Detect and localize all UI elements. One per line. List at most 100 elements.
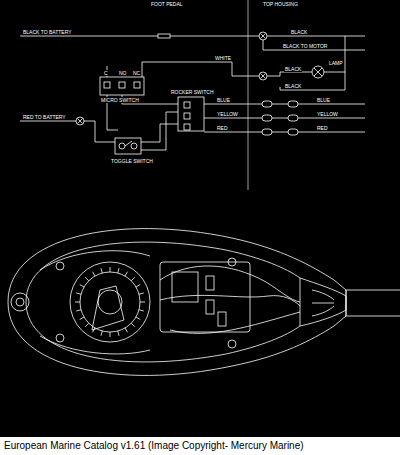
black-wire bbox=[267, 36, 365, 37]
gear-tooth bbox=[101, 331, 102, 336]
wire-label: RED bbox=[316, 125, 329, 131]
caption: European Marine Catalog v1.61 (Image Cop… bbox=[4, 440, 304, 452]
pin-label: NO bbox=[118, 70, 128, 76]
gear-tooth bbox=[139, 310, 144, 311]
gear-tooth bbox=[139, 293, 144, 294]
black-wire bbox=[263, 40, 264, 50]
nose-cap bbox=[300, 278, 346, 326]
part-label: LAMP bbox=[328, 60, 344, 66]
gear-tooth bbox=[118, 268, 119, 273]
wire-label: WHITE bbox=[214, 55, 232, 61]
switch-pin bbox=[119, 82, 125, 88]
inner-housing-rim bbox=[26, 242, 300, 362]
gear-tooth bbox=[75, 302, 80, 303]
gear-tooth bbox=[76, 293, 81, 294]
gear-tooth bbox=[85, 323, 89, 327]
gear-tooth bbox=[125, 328, 128, 332]
gear bbox=[80, 272, 140, 332]
gear-tooth bbox=[136, 317, 140, 320]
switch-pin bbox=[184, 124, 190, 130]
connector bbox=[206, 276, 214, 290]
terminal bbox=[259, 72, 267, 80]
pin-label: C bbox=[103, 70, 109, 76]
toggle-switch bbox=[115, 138, 141, 154]
red-battery-wire bbox=[20, 121, 76, 122]
gear-tooth bbox=[80, 285, 84, 288]
gear-tooth bbox=[131, 277, 135, 281]
gear-tooth bbox=[110, 332, 111, 337]
gear-tooth bbox=[93, 272, 96, 276]
gear-teeth bbox=[75, 267, 145, 337]
red-wire bbox=[84, 121, 115, 142]
gear-tooth bbox=[76, 310, 81, 311]
terminal bbox=[76, 117, 84, 125]
mount-hole bbox=[16, 298, 24, 306]
connector bbox=[206, 300, 214, 314]
toggle-wires bbox=[141, 112, 178, 150]
black-wire bbox=[267, 72, 312, 76]
terminal-cross bbox=[261, 34, 266, 39]
gear-tooth bbox=[136, 285, 140, 288]
gear-housing bbox=[70, 262, 150, 342]
wire-label: BLACK TO BATTERY bbox=[22, 29, 73, 35]
pin-label: NC bbox=[132, 70, 141, 76]
wire-label: BLACK TO MOTOR bbox=[282, 43, 328, 49]
section-heading: FOOT PEDAL bbox=[150, 1, 184, 7]
black-bus bbox=[345, 36, 346, 72]
micro-switch bbox=[100, 77, 144, 95]
fuse-symbol bbox=[158, 34, 170, 38]
gear-tooth bbox=[131, 323, 135, 327]
rocker-switch bbox=[178, 97, 204, 131]
gear-tooth bbox=[101, 268, 102, 273]
black-battery-wire bbox=[20, 36, 259, 37]
lamp-symbol bbox=[312, 66, 324, 78]
switch-block bbox=[172, 272, 198, 302]
switch-pin bbox=[104, 82, 110, 88]
black-motor-wire bbox=[263, 50, 365, 51]
wire-label: RED bbox=[216, 125, 229, 131]
part-label: ROCKER SWITCH bbox=[170, 89, 215, 95]
wire-harness bbox=[160, 266, 300, 333]
worm-gear bbox=[92, 286, 124, 330]
terminal-cross bbox=[261, 74, 266, 79]
wire-label: RED TO BATTERY bbox=[22, 114, 67, 120]
gear-tooth bbox=[140, 302, 145, 303]
wire-label: BLUE bbox=[316, 97, 331, 103]
switch-pin bbox=[134, 82, 140, 88]
mount-hole bbox=[11, 293, 29, 311]
toggle-lever bbox=[125, 141, 132, 146]
wire-label: BLACK bbox=[290, 29, 308, 35]
gear-tooth bbox=[85, 277, 89, 281]
gear-tooth bbox=[93, 328, 96, 332]
gear-tooth bbox=[125, 272, 128, 276]
housing-divider bbox=[248, 0, 249, 190]
wire-label: BLUE bbox=[216, 97, 231, 103]
toggle-contact bbox=[119, 143, 125, 149]
terminal bbox=[259, 32, 267, 40]
gear-tooth bbox=[118, 331, 119, 336]
toggle-contact bbox=[131, 143, 137, 149]
switch-output-wires bbox=[204, 104, 262, 132]
screw-boss bbox=[228, 340, 236, 348]
wire-label: BLACK bbox=[284, 66, 302, 72]
wire-label: BLACK bbox=[284, 83, 302, 89]
wire-label: YELLOW bbox=[216, 111, 239, 117]
screw-boss bbox=[228, 258, 236, 266]
housing-rib bbox=[40, 251, 150, 354]
lamp-filament bbox=[314, 68, 322, 76]
gear-tooth bbox=[80, 317, 84, 320]
terminal-cross bbox=[78, 119, 83, 124]
section-heading: TOP HOUSING bbox=[262, 1, 299, 7]
part-label: TOGGLE SWITCH bbox=[110, 158, 154, 164]
head-housing bbox=[8, 229, 346, 376]
black-wire bbox=[280, 72, 345, 90]
cap-grip bbox=[312, 290, 334, 316]
white-wire bbox=[142, 62, 259, 77]
motor-wires bbox=[272, 104, 365, 132]
gear-tooth bbox=[110, 267, 111, 272]
switch-pin bbox=[184, 102, 190, 108]
switch-pin bbox=[184, 113, 190, 119]
screw-boss bbox=[56, 334, 64, 342]
connector bbox=[218, 312, 226, 326]
